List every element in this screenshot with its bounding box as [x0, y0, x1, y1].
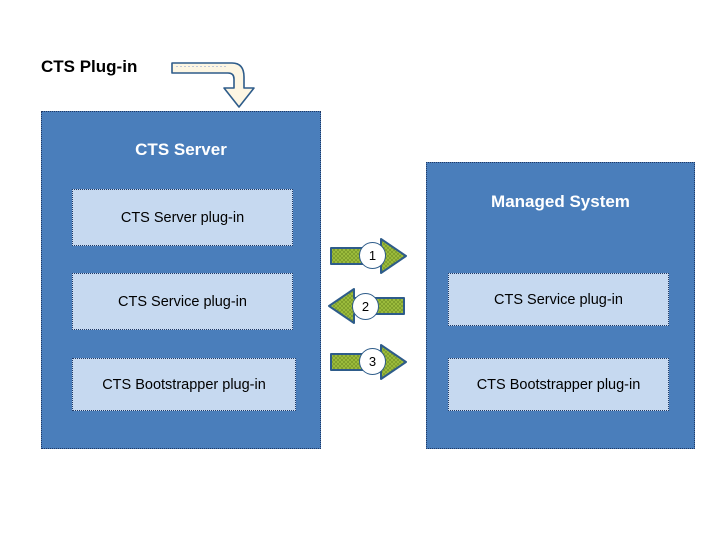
flow-arrow-2-badge: 2	[352, 293, 379, 320]
box-cts-bootstrapper-plugin-right[interactable]: CTS Bootstrapper plug-in	[448, 358, 669, 411]
elbow-arrow-connector	[170, 55, 262, 111]
flow-arrow-1-right: 1	[329, 237, 408, 275]
box-cts-service-plugin-right[interactable]: CTS Service plug-in	[448, 273, 669, 326]
panel-cts-server-title: CTS Server	[135, 140, 227, 159]
box-cts-bootstrapper-plugin-left[interactable]: CTS Bootstrapper plug-in	[72, 358, 296, 411]
flow-arrow-2-left: 2	[327, 287, 406, 325]
flow-arrow-3-right: 3	[329, 343, 408, 381]
panel-managed-system: Managed System CTS Service plug-in CTS B…	[426, 162, 695, 449]
cts-plugin-label: CTS Plug-in	[41, 57, 138, 76]
panel-managed-system-title: Managed System	[491, 192, 630, 211]
panel-cts-server: CTS Server CTS Server plug-in CTS Servic…	[41, 111, 321, 449]
flow-arrow-3-badge: 3	[359, 348, 386, 375]
box-cts-service-plugin-left[interactable]: CTS Service plug-in	[72, 273, 293, 330]
box-cts-server-plugin[interactable]: CTS Server plug-in	[72, 189, 293, 246]
flow-arrow-1-badge: 1	[359, 242, 386, 269]
